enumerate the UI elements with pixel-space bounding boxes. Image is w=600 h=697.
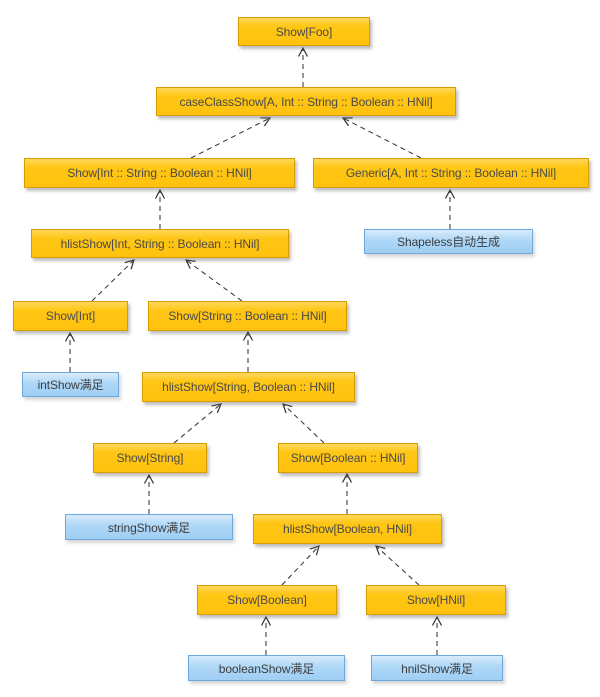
node-generic-a: Generic[A, Int :: String :: Boolean :: H… — [313, 158, 589, 188]
node-hlist-show-int: hlistShow[Int, String :: Boolean :: HNil… — [31, 229, 289, 258]
node-hlist-show-boolean: hlistShow[Boolean, HNil] — [253, 514, 442, 544]
node-shapeless-note: Shapeless自动生成 — [364, 229, 533, 254]
edge-showboolean-to-hlistshowboolean — [281, 545, 320, 586]
node-show-string-boolean-hnil: Show[String :: Boolean :: HNil] — [148, 301, 347, 331]
node-show-boolean: Show[Boolean] — [197, 585, 337, 615]
edge-showsbh-to-hlistshowint — [184, 259, 243, 302]
node-boolean-show-note: booleanShow满足 — [188, 655, 345, 681]
node-hlist-show-string: hlistShow[String, Boolean :: HNil] — [142, 372, 355, 402]
node-show-int-string-boolean-hnil: Show[Int :: String :: Boolean :: HNil] — [24, 158, 295, 188]
node-hnil-show-note: hnilShow满足 — [371, 655, 503, 681]
edge-generic-to-caseclassshow — [341, 117, 422, 159]
node-show-boolean-hnil: Show[Boolean :: HNil] — [278, 443, 418, 473]
edge-showhnil-to-hlistshowboolean — [375, 545, 420, 586]
node-show-int: Show[Int] — [13, 301, 128, 331]
node-string-show-note: stringShow满足 — [65, 514, 233, 540]
node-show-foo: Show[Foo] — [238, 17, 370, 46]
edge-showisbh-to-caseclassshow — [190, 117, 272, 159]
edge-showint-to-hlistshowint — [91, 259, 135, 302]
node-show-string: Show[String] — [93, 443, 207, 473]
node-case-class-show: caseClassShow[A, Int :: String :: Boolea… — [156, 87, 456, 116]
node-int-show-note: intShow满足 — [22, 372, 119, 397]
node-show-hnil: Show[HNil] — [366, 585, 506, 615]
edge-showstring-to-hlistshowstring — [173, 403, 222, 444]
edge-showbh-to-hlistshowstring — [282, 403, 325, 444]
